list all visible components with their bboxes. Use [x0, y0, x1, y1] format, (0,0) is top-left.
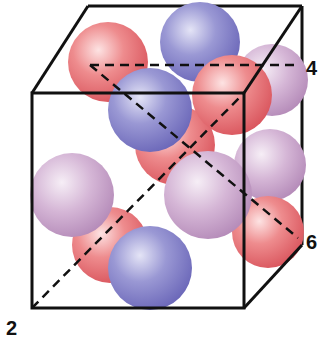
dashed-diagonals: [32, 65, 300, 308]
spheres: [30, 2, 308, 310]
front-cube-edges: [32, 6, 302, 308]
callout-number: 4: [306, 58, 317, 78]
callout-number: 2: [6, 318, 17, 338]
callout-number: 6: [306, 232, 317, 252]
